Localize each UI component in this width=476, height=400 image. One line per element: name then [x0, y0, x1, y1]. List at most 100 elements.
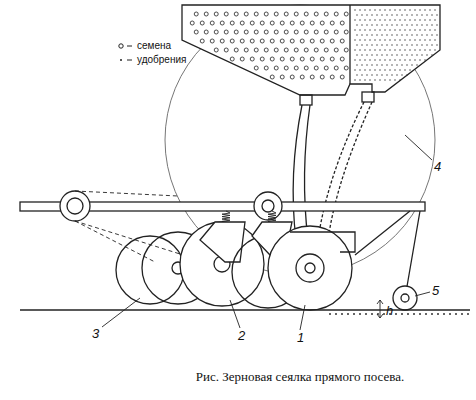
seed-in-row: [443, 313, 445, 315]
leader-line: [405, 135, 432, 160]
fertilizer-grain: [429, 19, 430, 20]
seed-disc-axle: [305, 263, 315, 273]
fertilizer-grain: [396, 64, 397, 65]
fertilizer-grain: [431, 14, 432, 15]
fertilizer-grain: [384, 49, 385, 50]
fertilizer-grain: [399, 79, 400, 80]
seed-grain: [274, 48, 278, 52]
fertilizer-grain: [394, 19, 395, 20]
seed-in-row: [365, 313, 367, 315]
seed-grain: [334, 12, 338, 16]
boot: [290, 232, 355, 252]
seed-in-row: [335, 313, 337, 315]
seed-grain: [310, 57, 314, 61]
fertilizer-grain: [369, 19, 370, 20]
seed-grain: [290, 57, 294, 61]
fertilizer-grain: [376, 14, 377, 15]
seed-grain: [344, 66, 348, 70]
seed-grain: [194, 12, 198, 16]
seed-grain: [260, 57, 264, 61]
seed-grain: [254, 66, 258, 70]
seed-grain: [304, 30, 308, 34]
spring-coil: [268, 211, 276, 223]
seed-in-row: [329, 313, 331, 315]
legend-entry: семена: [118, 40, 171, 51]
fertilizer-grain: [374, 9, 375, 10]
fertilizer-grain: [424, 49, 425, 50]
fertilizer-grain: [366, 54, 367, 55]
leader-line: [102, 298, 140, 327]
fertilizer-grain: [354, 69, 355, 70]
legend-text: удобрения: [137, 54, 186, 65]
fertilizer-grain: [419, 59, 420, 60]
fertilizer-grain: [364, 69, 365, 70]
fertilizer-grain: [404, 9, 405, 10]
fertilizer-grain: [414, 59, 415, 60]
seed-grain: [224, 12, 228, 16]
fertilizer-grain: [421, 14, 422, 15]
fertilizer-grain: [391, 14, 392, 15]
fertilizer-grain: [416, 24, 417, 25]
fertilizer-grain: [359, 9, 360, 10]
fertilizer-grain: [379, 9, 380, 10]
fertilizer-grain: [366, 44, 367, 45]
fertilizer-grain: [384, 9, 385, 10]
fertilizer-grain: [419, 9, 420, 10]
seed-in-row: [467, 313, 469, 315]
seed-grain: [344, 12, 348, 16]
seed-grain: [280, 21, 284, 25]
pressure-spring: [222, 211, 276, 223]
seed-in-row: [395, 313, 397, 315]
fertilizer-grain: [429, 39, 430, 40]
fertilizer-grain: [399, 49, 400, 50]
seed-grain: [314, 12, 318, 16]
fertilizer-grain: [396, 14, 397, 15]
seed-grain: [240, 39, 244, 43]
fertilizer-grain: [421, 24, 422, 25]
fertilizer-grain: [356, 74, 357, 75]
fertilizer-grain: [356, 34, 357, 35]
fertilizer-grain: [431, 54, 432, 55]
fertilizer-grain: [381, 64, 382, 65]
fertilizer-grain: [354, 19, 355, 20]
fertilizer-grain: [366, 74, 367, 75]
seed-grain: [254, 48, 258, 52]
fertilizer-grain: [381, 24, 382, 25]
seed-grain: [264, 30, 268, 34]
seed-grain: [280, 75, 284, 79]
press-wheel-hub: [401, 294, 409, 302]
seed-grain: [270, 75, 274, 79]
figure-caption: Рис. Зерновая сеялка прямого посева.: [196, 370, 404, 383]
seed-grain: [274, 12, 278, 16]
fertilizer-grain: [394, 39, 395, 40]
fertilizer-grain: [429, 49, 430, 50]
seed-grain: [264, 12, 268, 16]
seed-grain: [334, 48, 338, 52]
fertilizer-grain: [394, 79, 395, 80]
seed-in-row: [431, 313, 433, 315]
seed-grain: [244, 48, 248, 52]
seed-in-row: [407, 313, 409, 315]
seed-grain: [320, 57, 324, 61]
fertilizer-grain: [386, 54, 387, 55]
fertilizer-grain: [396, 74, 397, 75]
fertilizer-grain: [416, 64, 417, 65]
fertilizer-grain: [406, 24, 407, 25]
fertilizer-grain: [369, 9, 370, 10]
fertilizer-grain: [396, 44, 397, 45]
fertilizer-grain: [371, 24, 372, 25]
fertilizer-grain: [414, 19, 415, 20]
seed-grain: [190, 21, 194, 25]
fertilizer-grain: [384, 19, 385, 20]
fertilizer-grain: [399, 39, 400, 40]
seed-grain: [330, 57, 334, 61]
fertilizer-grain: [354, 59, 355, 60]
seed-grain: [300, 21, 304, 25]
fertilizer-grain: [396, 34, 397, 35]
fertilizer-grain: [371, 64, 372, 65]
seed-grain: [214, 48, 218, 52]
fertilizer-grain: [399, 59, 400, 60]
seed-grain: [340, 21, 344, 25]
fertilizer-grain: [379, 39, 380, 40]
fertilizer-grain: [431, 34, 432, 35]
